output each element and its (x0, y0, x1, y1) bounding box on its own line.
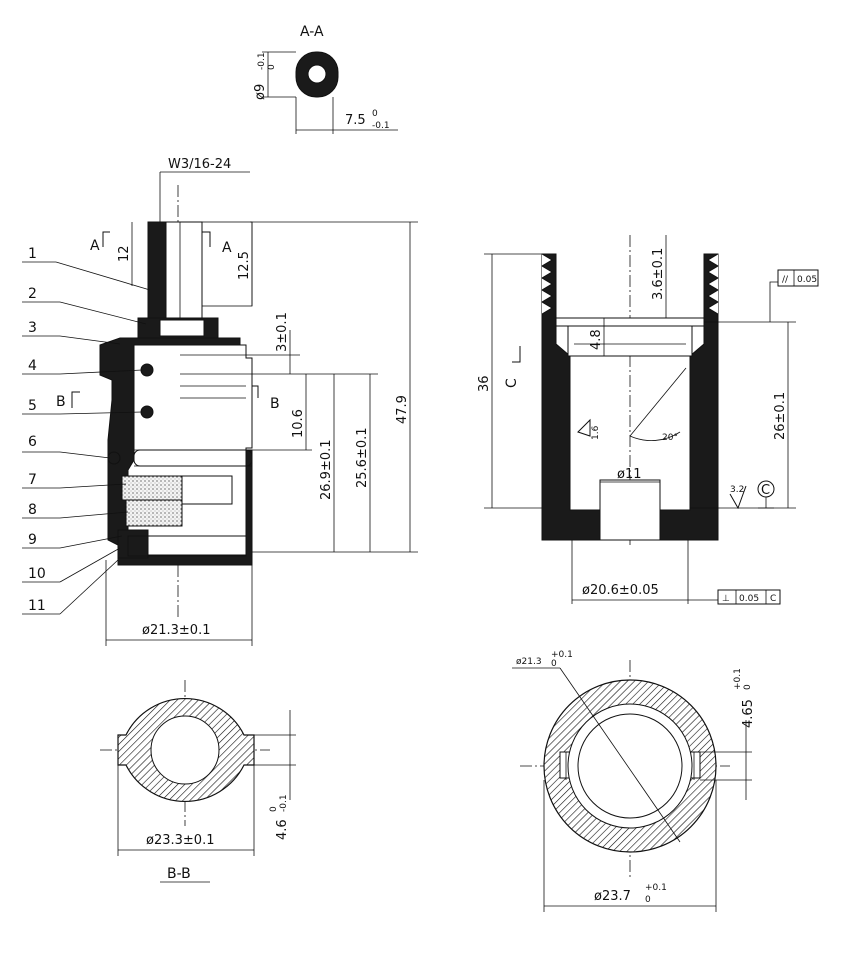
svg-text:B: B (56, 394, 66, 410)
svg-text:26±0.1: 26±0.1 (773, 392, 788, 440)
svg-text:C: C (770, 594, 776, 604)
svg-text:C: C (504, 378, 520, 388)
dim-21-3: ø21.3±0.1 (142, 623, 210, 638)
section-b-b-dia: ø23.3±0.1 (146, 833, 214, 848)
svg-text:36: 36 (477, 375, 492, 392)
part-number: 11 (28, 598, 46, 614)
part-number: 9 (28, 532, 37, 548)
section-b-b-title: B-B (167, 866, 191, 882)
svg-text:10.6: 10.6 (291, 409, 306, 438)
part-number: 2 (28, 286, 37, 302)
section-a-a-hole (307, 64, 327, 84)
svg-text:-0.1: -0.1 (257, 52, 267, 70)
svg-text:0: 0 (551, 659, 557, 669)
svg-text:12: 12 (117, 245, 132, 262)
dim-47-9: 47.9 (395, 395, 410, 424)
o-ring-upper (140, 363, 154, 377)
svg-text:26.9±0.1: 26.9±0.1 (319, 439, 334, 500)
svg-text:3.2: 3.2 (730, 485, 744, 495)
svg-text:ø20.6±0.05: ø20.6±0.05 (582, 583, 659, 598)
section-b-b-bore (150, 715, 220, 785)
svg-text:4.8: 4.8 (589, 329, 604, 350)
part-number: 10 (28, 566, 46, 582)
svg-text://: // (782, 275, 789, 285)
svg-text:ø21.3: ø21.3 (516, 657, 542, 667)
svg-text:0.05: 0.05 (739, 594, 759, 604)
section-a-a: A-A ø9 0 -0.1 7.5 0 -0.1 (253, 24, 398, 134)
svg-text:⊥: ⊥ (722, 594, 730, 604)
svg-text:A: A (222, 240, 232, 256)
svg-text:ø11: ø11 (617, 467, 642, 482)
stem-thread (147, 221, 167, 323)
o-ring-lower (140, 405, 154, 419)
end-view: ø21.3 +0.1 0 4.65 +0.1 0 ø23.7 +0.1 0 (512, 650, 756, 912)
seal-ring (117, 529, 149, 559)
svg-text:A: A (90, 238, 100, 254)
svg-text:4.65: 4.65 (741, 699, 756, 728)
part-number: 6 (28, 434, 37, 450)
svg-text:0: 0 (267, 64, 277, 70)
housing-left-wall (541, 253, 601, 541)
part-number: 5 (28, 398, 37, 414)
section-a-a-title: A-A (300, 24, 324, 40)
svg-text:C: C (761, 483, 770, 498)
svg-text:25.6±0.1: 25.6±0.1 (355, 427, 370, 488)
svg-text:-0.1: -0.1 (279, 794, 289, 812)
housing-right-wall (659, 253, 719, 541)
section-b-b-flat: 4.6 (275, 819, 290, 840)
svg-text:1.6: 1.6 (591, 425, 601, 440)
section-a-a-dia: ø9 (253, 84, 268, 100)
part-number: 7 (28, 472, 37, 488)
svg-text:+0.1: +0.1 (551, 650, 573, 660)
assembly-section: W3/16-24 A A 12 12.5 (22, 157, 418, 646)
thread-label: W3/16-24 (168, 157, 231, 172)
svg-text:3±0.1: 3±0.1 (275, 312, 290, 352)
part-number: 3 (28, 320, 37, 336)
ceramic-disc-upper (121, 475, 183, 501)
ceramic-disc-lower (125, 499, 183, 527)
part-number: 4 (28, 358, 37, 374)
svg-text:+0.1: +0.1 (733, 668, 743, 690)
svg-text:0: 0 (743, 684, 753, 690)
svg-text:-0.1: -0.1 (372, 121, 390, 131)
svg-text:ø23.7: ø23.7 (594, 889, 631, 904)
svg-text:+0.1: +0.1 (645, 883, 667, 893)
part-number: 1 (28, 246, 37, 262)
svg-text:20°: 20° (662, 433, 678, 443)
svg-text:0: 0 (372, 109, 378, 119)
end-view-bore (567, 703, 693, 829)
svg-text:3.6±0.1: 3.6±0.1 (651, 248, 666, 300)
svg-text:0.05: 0.05 (797, 275, 817, 285)
part-number: 8 (28, 502, 37, 518)
svg-text:0: 0 (269, 806, 279, 812)
section-b-b: ø23.3±0.1 4.6 0 -0.1 B-B (100, 680, 296, 883)
svg-text:12.5: 12.5 (237, 251, 252, 280)
svg-text:B: B (270, 396, 280, 412)
housing-section: C 36 3.6±0.1 4.8 26±0.1 20° 1.6 ø11 3.2 … (477, 235, 819, 605)
svg-text:0: 0 (645, 895, 651, 905)
section-a-a-width: 7.5 (345, 113, 366, 128)
part-number-leaders (22, 261, 151, 615)
